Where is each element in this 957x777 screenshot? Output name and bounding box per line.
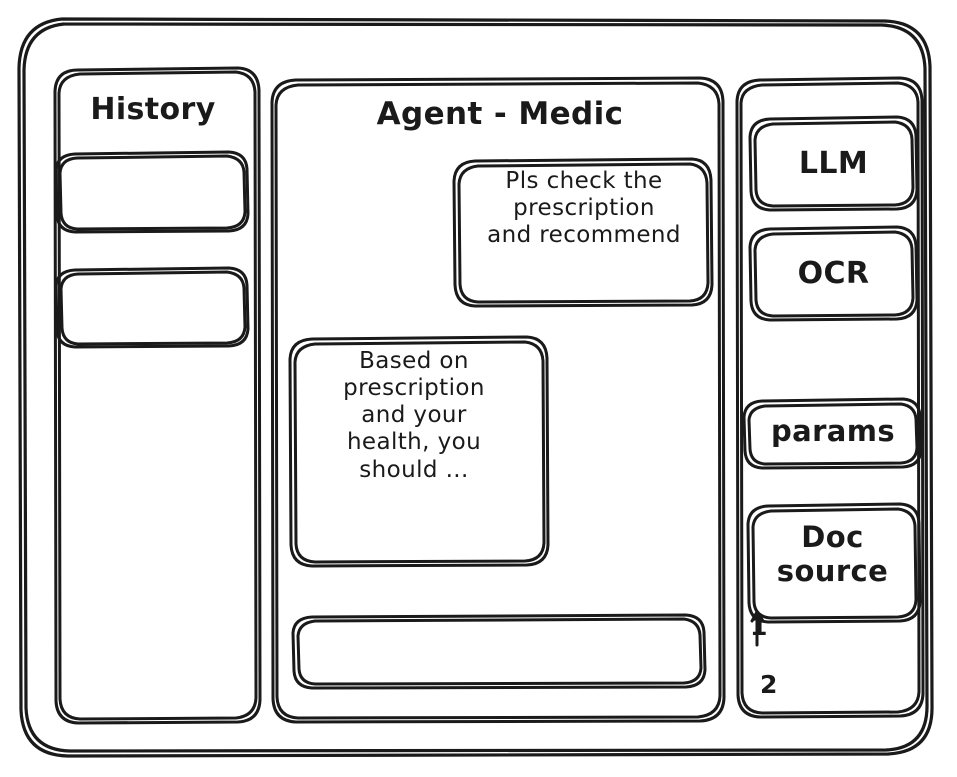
params-button-label: params: [770, 414, 896, 448]
page-title: Agent - Medic: [376, 96, 624, 132]
llm-button[interactable]: [750, 117, 917, 210]
sidebar-left-title: History: [90, 92, 216, 127]
doc-source-connector: [750, 610, 765, 647]
sidebar-right-panel: [735, 76, 925, 719]
sidebar-left-panel: [53, 66, 262, 725]
composer-input[interactable]: [296, 619, 700, 685]
params-button-box: [742, 397, 923, 470]
llm-button-box: [748, 115, 919, 212]
sidebar-item-history-1[interactable]: [57, 152, 248, 232]
assistant-message-bubble: [288, 335, 550, 568]
llm-button-label: LLM: [798, 146, 869, 181]
doc-source-item-1[interactable]: 1: [750, 612, 768, 641]
user-message-bubble: [452, 157, 714, 308]
window-frame: [17, 17, 934, 758]
ocr-button-label: OCR: [797, 256, 870, 291]
history-item-1-box: [54, 150, 250, 234]
history-item-2-box: [54, 266, 250, 349]
doc-source-button-box: [746, 502, 922, 624]
doc-source-button[interactable]: [748, 504, 920, 622]
ocr-button-box: [748, 225, 919, 322]
sidebar-item-history-2[interactable]: [57, 268, 248, 347]
main-panel: [270, 76, 726, 724]
user-message-text: Pls check the prescription and recommend: [487, 168, 681, 249]
doc-source-button-label: Doc source: [776, 520, 889, 589]
params-button[interactable]: [744, 399, 921, 468]
doc-source-item-2[interactable]: 2: [760, 670, 778, 699]
assistant-message-text: Based on prescription and your health, y…: [343, 348, 485, 483]
ocr-button[interactable]: [750, 227, 917, 320]
